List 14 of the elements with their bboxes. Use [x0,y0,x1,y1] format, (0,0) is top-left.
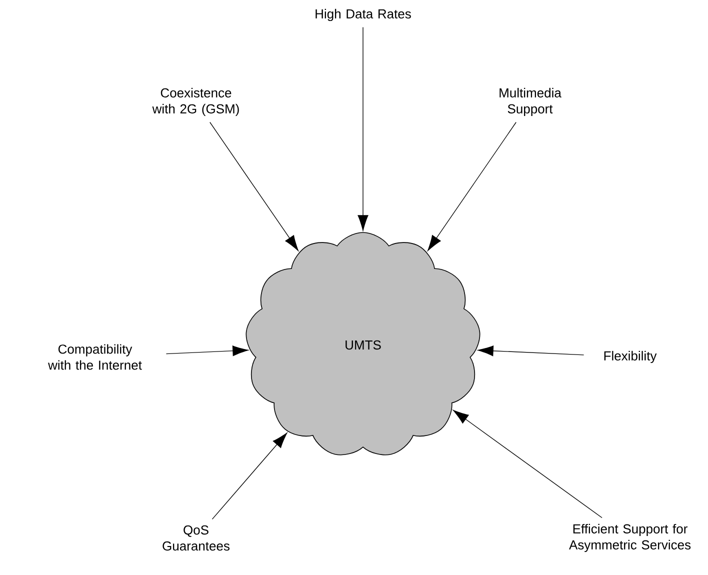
arrow [358,26,368,231]
node-label: QoS Guarantees [162,525,230,551]
arrow [212,432,288,520]
node-label: Compatibility with the Internet [48,344,142,370]
arrow [210,122,298,251]
node-label: Coexistence with 2G (GSM) [152,88,239,116]
arrow [453,410,602,518]
node-label: Multimedia Support [500,88,562,116]
arrow [428,122,516,251]
node-label: Efficient Support for Asymmetric Services [569,524,691,552]
node-label: Flexibility [604,350,657,364]
node-label: High Data Rates [316,8,411,22]
arrow [166,346,248,356]
arrow [478,346,584,356]
